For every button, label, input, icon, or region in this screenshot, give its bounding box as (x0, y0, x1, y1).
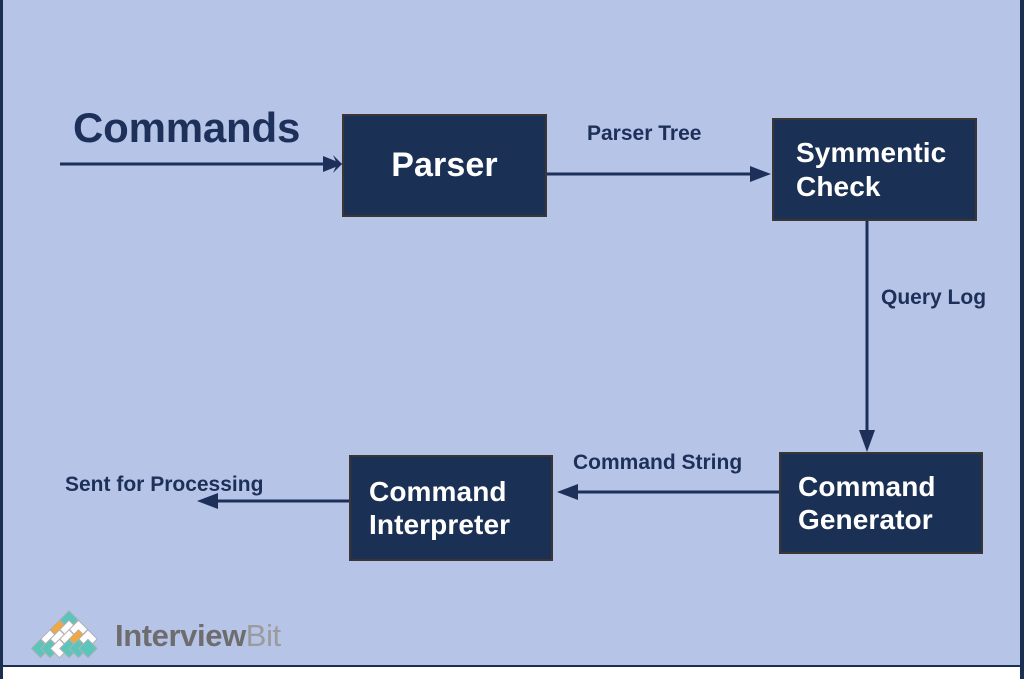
node-parser-label: Parser (391, 146, 498, 185)
label-sent-for-processing-line1: Sent for (65, 473, 145, 496)
logo-word-interview: Interview (115, 618, 246, 653)
bottom-divider (3, 665, 1020, 667)
node-symmentic-check-line1: Symmentic (796, 137, 947, 169)
node-command-generator[interactable]: Command Generator (779, 452, 983, 554)
node-command-interpreter-line1: Command (369, 475, 507, 507)
label-query-log-line1: Query (881, 286, 942, 309)
interviewbit-wordmark: InterviewBit (115, 618, 281, 654)
label-parser-tree: Parser Tree (587, 122, 702, 145)
node-command-generator-line1: Command (798, 470, 936, 502)
arrow-parser-to-symmentic (547, 166, 771, 182)
label-query-log-line2: Log (947, 286, 987, 309)
interviewbit-logo: InterviewBit (31, 608, 281, 664)
label-sent-for-processing: Sent for Processing (65, 472, 263, 497)
interviewbit-logo-mark (31, 610, 98, 659)
arrow-commands-to-parser (60, 155, 343, 173)
label-query-log: Query Log (881, 285, 986, 310)
label-command-string: Command String (573, 451, 743, 474)
label-commands: Commands (73, 104, 301, 151)
label-sent-for-processing-line2: Processing (150, 473, 264, 496)
arrow-generator-to-interpreter (557, 484, 783, 500)
bottom-strip (3, 667, 1020, 679)
node-symmentic-check[interactable]: Symmentic Check (772, 118, 977, 221)
node-command-interpreter[interactable]: Command Interpreter (349, 455, 553, 561)
node-symmentic-check-line2: Check (796, 170, 881, 202)
arrow-interpreter-to-output (197, 493, 351, 509)
node-parser[interactable]: Parser (342, 114, 547, 217)
arrow-symmentic-to-generator (859, 220, 875, 452)
logo-word-bit: Bit (245, 618, 281, 653)
node-command-generator-line2: Generator (798, 504, 933, 535)
node-command-interpreter-line2: Interpreter (369, 509, 511, 540)
